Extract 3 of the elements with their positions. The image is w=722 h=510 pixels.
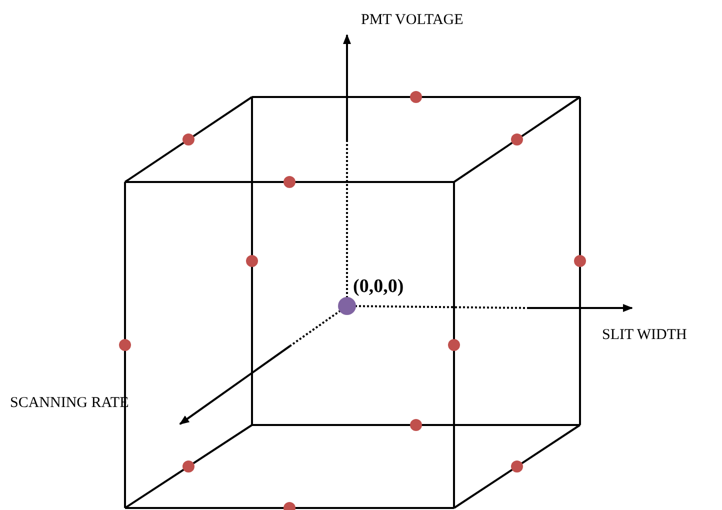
axis-label: PMT VOLTAGE xyxy=(361,12,464,29)
center-point-label: (0,0,0) xyxy=(353,276,404,298)
axis-label: SLIT WIDTH xyxy=(602,327,687,344)
